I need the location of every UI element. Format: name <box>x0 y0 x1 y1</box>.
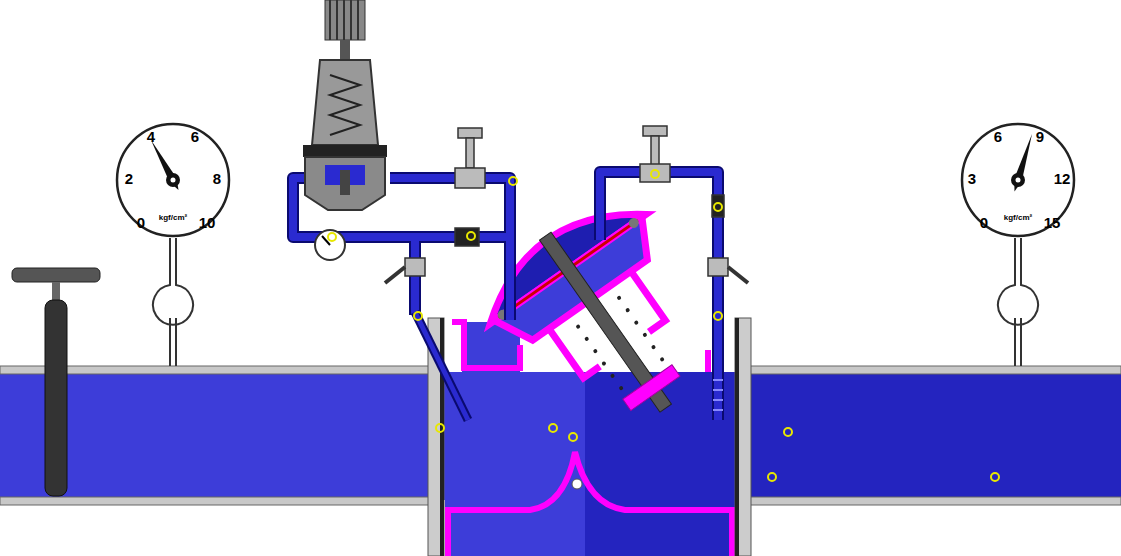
pipe-downstream <box>735 372 1121 500</box>
scale-number: 15 <box>1044 215 1061 230</box>
scale-number: 6 <box>994 129 1002 144</box>
bolt <box>627 216 641 230</box>
valve-inlet <box>445 372 585 556</box>
scale-number: 10 <box>199 215 216 230</box>
pilot-valve <box>303 0 387 210</box>
flange <box>735 318 751 556</box>
unit-label: kgf/cm² <box>1004 214 1032 222</box>
spring <box>575 295 665 391</box>
flow-marker <box>328 170 999 481</box>
pipe-wall <box>0 497 430 505</box>
drain-hole <box>572 479 582 489</box>
scale-number: 8 <box>213 171 221 186</box>
strainer <box>713 380 723 410</box>
pressure-gauge: 0 2 4 6 8 10 kgf/cm² <box>115 122 231 238</box>
scale-number: 0 <box>137 215 145 230</box>
scale-number: 2 <box>125 171 133 186</box>
gauge-needle <box>960 122 1076 238</box>
t-handle <box>45 300 67 496</box>
pilot-gauge <box>315 230 345 260</box>
t-handle <box>12 268 100 282</box>
gasket <box>735 318 739 556</box>
needle-valve <box>385 126 748 283</box>
valve-body-wall <box>448 452 732 556</box>
scale-number: 4 <box>147 129 155 144</box>
scale-number: 6 <box>191 129 199 144</box>
pipe-wall <box>750 497 1121 505</box>
t-handle <box>52 282 60 302</box>
scale-number: 9 <box>1036 129 1044 144</box>
pressure-gauge: 0 3 6 9 12 15 kgf/cm² <box>960 122 1076 238</box>
gauge-needle <box>115 122 231 238</box>
scale-number: 12 <box>1054 171 1071 186</box>
scale-number: 3 <box>968 171 976 186</box>
scale-number: 0 <box>980 215 988 230</box>
gauge-siphon <box>153 238 1038 366</box>
valve-disc <box>623 365 680 411</box>
valve-body-wall <box>705 350 711 372</box>
adjust-screw <box>325 0 365 40</box>
pipe-wall <box>750 366 1121 374</box>
gasket <box>440 318 444 556</box>
unit-label: kgf/cm² <box>159 214 187 222</box>
